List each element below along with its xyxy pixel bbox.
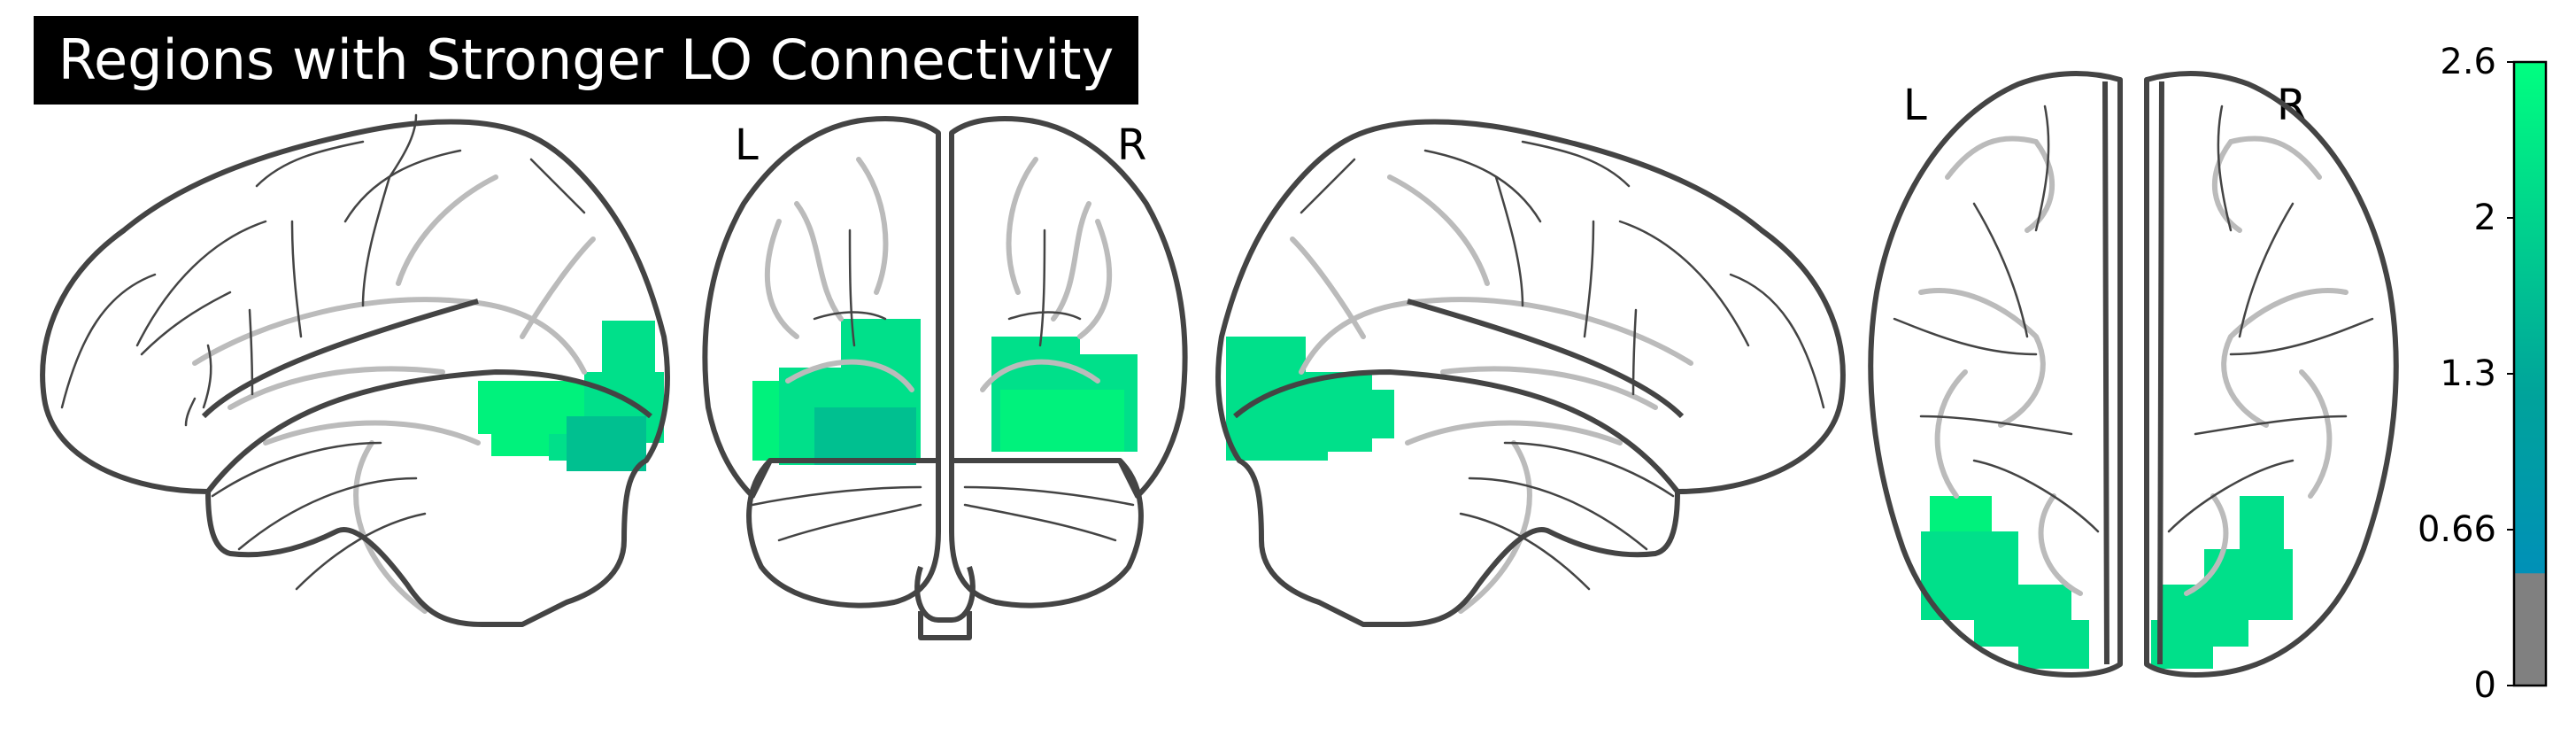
coronal-cerebellum-right bbox=[949, 458, 1144, 608]
activation-blob bbox=[1000, 390, 1124, 452]
axial-view bbox=[1868, 71, 2399, 678]
colorbar-threshold-segment bbox=[2514, 573, 2546, 686]
axial-left-hemisphere-outline bbox=[1868, 71, 2123, 678]
colorbar-gradient bbox=[2514, 62, 2546, 576]
activation-left-sagittal bbox=[478, 321, 664, 471]
activation-blob bbox=[814, 407, 916, 465]
right-sagittal-sulci bbox=[1300, 140, 1825, 591]
colorbar-tick-label: 0.66 bbox=[2417, 509, 2496, 550]
coronal-view bbox=[702, 115, 1188, 640]
colorbar bbox=[2507, 60, 2548, 687]
colorbar-ticks bbox=[2507, 61, 2514, 686]
axial-inner-lines bbox=[1918, 136, 2348, 596]
activation-blob bbox=[2018, 620, 2089, 669]
right-sagittal-inner-lines bbox=[1290, 174, 1693, 614]
right-sagittal-lateral-fissure bbox=[1407, 298, 1685, 419]
colorbar-tick-label: 1.3 bbox=[2440, 353, 2496, 394]
activation-coronal bbox=[752, 319, 1138, 465]
figure-title: Regions with Stronger LO Connectivity bbox=[34, 16, 1138, 105]
axial-right-hemisphere-outline bbox=[2144, 71, 2399, 678]
coronal-right-label: R bbox=[1117, 120, 1147, 170]
right-sagittal-view bbox=[1215, 119, 1846, 627]
left-sagittal-inner-lines bbox=[192, 174, 596, 614]
activation-blob bbox=[1257, 434, 1328, 461]
left-sagittal-lateral-fissure bbox=[201, 298, 479, 419]
left-sagittal-cerebellum-line bbox=[205, 369, 652, 493]
activation-blob bbox=[567, 416, 646, 471]
coronal-brainstem-outline bbox=[914, 566, 976, 640]
coronal-cerebellum-left bbox=[746, 458, 941, 608]
axial-midline bbox=[2102, 81, 2164, 665]
coronal-inner-lines bbox=[764, 157, 1113, 392]
coronal-left-label: L bbox=[735, 120, 759, 170]
activation-blob bbox=[1328, 390, 1394, 438]
coronal-sulci bbox=[751, 229, 1135, 542]
left-sagittal-sulci bbox=[60, 113, 586, 591]
left-sagittal-view bbox=[40, 113, 670, 627]
axial-sulci bbox=[1893, 105, 2374, 533]
colorbar-tick-label: 2.6 bbox=[2440, 42, 2496, 82]
activation-right-sagittal bbox=[1226, 337, 1394, 461]
colorbar-tick-label: 2 bbox=[2473, 198, 2496, 238]
coronal-right-hemisphere-outline bbox=[949, 115, 1188, 499]
right-sagittal-cerebellum-line bbox=[1233, 369, 1680, 493]
right-sagittal-outline bbox=[1215, 119, 1846, 627]
axial-left-label: L bbox=[1903, 81, 1927, 130]
coronal-left-hemisphere-outline bbox=[702, 115, 941, 499]
colorbar-tick-label: 0 bbox=[2473, 665, 2496, 706]
left-sagittal-outline bbox=[40, 119, 670, 627]
